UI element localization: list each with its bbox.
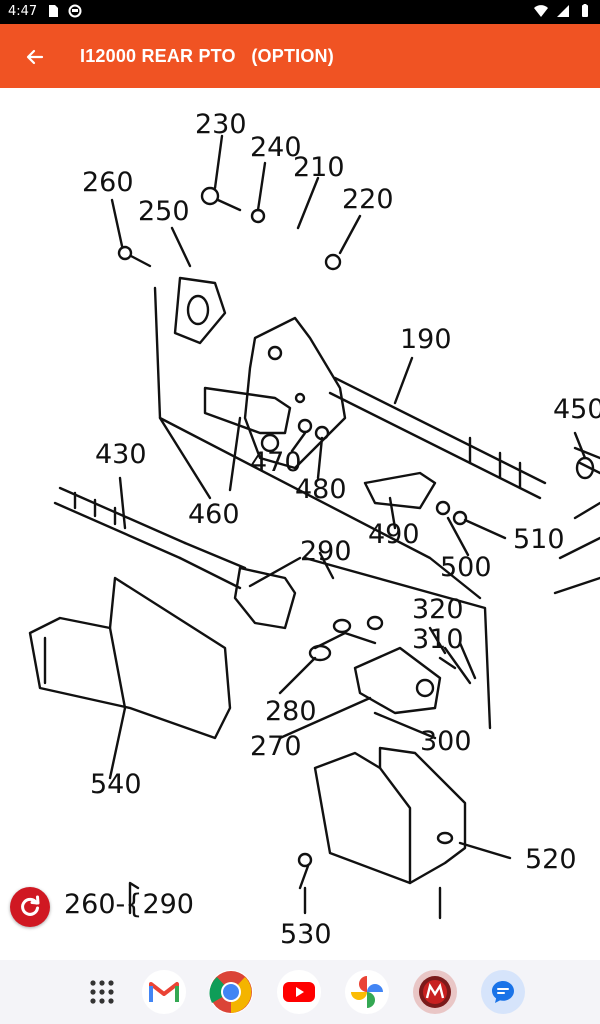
callout-190: 190 [400, 324, 452, 355]
callout-230: 230 [195, 109, 247, 140]
callout-540: 540 [90, 769, 142, 800]
callout-460: 460 [188, 499, 240, 530]
status-time: 4:47 [8, 4, 38, 19]
callout-210: 210 [293, 152, 345, 183]
callout-labels: 230 240 210 260 250 220 190 450 430 460 … [64, 109, 600, 950]
messages-app[interactable] [481, 970, 525, 1014]
wifi-icon [534, 5, 548, 17]
app-drawer-icon [90, 980, 114, 1004]
messages-icon [492, 981, 514, 1003]
gmail-app[interactable] [142, 970, 186, 1014]
photos-app[interactable] [345, 970, 389, 1014]
callout-260: 260 [82, 167, 134, 198]
m-app[interactable] [413, 970, 457, 1014]
exploded-parts-drawing: 230 240 210 260 250 220 190 450 430 460 … [28, 109, 600, 950]
callout-490: 490 [368, 519, 420, 550]
m-app-icon [419, 976, 451, 1008]
callout-430: 430 [95, 439, 147, 470]
callout-290: 290 [300, 536, 352, 567]
app-drawer-button[interactable] [80, 970, 124, 1014]
signal-icon [557, 5, 569, 17]
arrow-back-icon[interactable] [20, 42, 50, 72]
callout-250: 250 [138, 196, 190, 227]
youtube-app[interactable] [277, 970, 321, 1014]
refresh-icon [21, 895, 40, 916]
callout-320: 320 [412, 594, 464, 625]
callout-270: 270 [250, 731, 302, 762]
callout-280: 280 [265, 696, 317, 727]
app-dock [0, 960, 600, 1024]
callout-470: 470 [250, 447, 302, 478]
page-title: I12000 REAR PTO (OPTION) [80, 46, 334, 66]
chrome-app[interactable] [209, 970, 253, 1014]
gmail-icon [149, 982, 179, 1002]
callout-520: 520 [525, 844, 577, 875]
youtube-icon [283, 982, 315, 1002]
chrome-icon [209, 971, 252, 1013]
callout-480: 480 [295, 474, 347, 505]
callout-310: 310 [412, 624, 464, 655]
callout-260-290: 260-{290 [64, 889, 194, 920]
sd-card-icon [49, 5, 58, 17]
photos-icon [351, 976, 383, 1008]
circle-status-icon [68, 4, 82, 18]
callout-300: 300 [420, 726, 472, 757]
callout-500: 500 [440, 552, 492, 583]
callout-240: 240 [250, 132, 302, 163]
status-bar: 4:47 [0, 0, 600, 24]
parts-diagram[interactable]: 230 240 210 260 250 220 190 450 430 460 … [0, 88, 600, 960]
refresh-button[interactable] [10, 887, 50, 927]
app-bar: I12000 REAR PTO (OPTION) [0, 24, 600, 88]
callout-450: 450 [553, 394, 600, 425]
callout-510: 510 [513, 524, 565, 555]
battery-icon [582, 4, 588, 17]
callout-530: 530 [280, 919, 332, 950]
callout-220: 220 [342, 184, 394, 215]
